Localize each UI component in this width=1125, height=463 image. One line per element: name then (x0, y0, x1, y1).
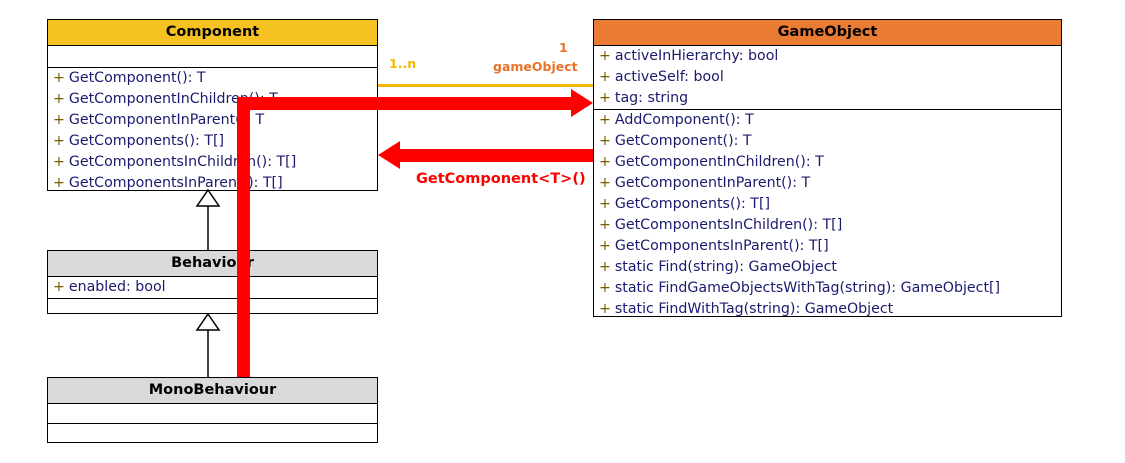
call-flow-arrowhead-left-icon (378, 141, 400, 169)
class-name-gameobject: GameObject (594, 20, 1061, 46)
attributes-compartment-monobehaviour (48, 404, 377, 424)
method-row: +GetComponentInParent(): T (599, 175, 811, 192)
empty-row (48, 424, 377, 443)
method-row: +static Find(string): GameObject (599, 259, 837, 276)
method-row: +static FindWithTag(string): GameObject (599, 301, 894, 318)
generalization-behaviour-to-component (195, 188, 221, 250)
class-box-behaviour[interactable]: Behaviour +enabled: bool (47, 250, 378, 314)
class-name-component: Component (48, 20, 377, 46)
attributes-compartment-behaviour: +enabled: bool (48, 277, 377, 299)
inheritance-triangle-icon (195, 188, 221, 207)
association-line-component-gameobject (378, 84, 593, 87)
generalization-monobehaviour-to-behaviour (195, 312, 221, 377)
class-name-monobehaviour: MonoBehaviour (48, 378, 377, 404)
method-row: +GetComponentsInParent(): T[] (53, 175, 283, 192)
method-row: +GetComponent(): T (53, 70, 206, 87)
attribute-row: +enabled: bool (53, 279, 166, 296)
class-box-monobehaviour[interactable]: MonoBehaviour (47, 377, 378, 443)
attributes-compartment-gameobject: +activeInHierarchy: bool +activeSelf: bo… (594, 46, 1061, 110)
attributes-compartment-component (48, 46, 377, 68)
call-flow-arrowhead-right-icon (571, 89, 593, 117)
attribute-row: +tag: string (599, 90, 689, 107)
call-flow-horizontal-segment-to-component (400, 149, 593, 162)
call-flow-horizontal-segment-to-gameobject (237, 97, 579, 110)
method-row: +GetComponents(): T[] (599, 196, 771, 213)
method-row: +static FindGameObjectsWithTag(string): … (599, 280, 1001, 297)
class-name-behaviour: Behaviour (48, 251, 377, 277)
method-row: +GetComponentsInChildren(): T[] (599, 217, 843, 234)
association-multiplicity-target: 1 (559, 40, 568, 55)
method-row: +GetComponentsInChildren(): T[] (53, 154, 297, 171)
methods-compartment-monobehaviour (48, 424, 377, 443)
method-row: +GetComponentInParent(): T (53, 112, 265, 129)
inheritance-triangle-icon (195, 312, 221, 331)
method-row: +GetComponent(): T (599, 133, 752, 150)
method-row: +GetComponentInChildren(): T (599, 154, 824, 171)
call-flow-vertical-segment (237, 97, 250, 377)
class-box-gameobject[interactable]: GameObject +activeInHierarchy: bool +act… (593, 19, 1062, 317)
methods-compartment-component: +GetComponent(): T +GetComponentInChildr… (48, 68, 377, 194)
attribute-row: +activeInHierarchy: bool (599, 48, 779, 65)
method-row: +AddComponent(): T (599, 112, 754, 129)
method-row: +GetComponents(): T[] (53, 133, 225, 150)
attribute-row: +activeSelf: bool (599, 69, 724, 86)
method-row: +GetComponentsInParent(): T[] (599, 238, 829, 255)
methods-compartment-gameobject: +AddComponent(): T +GetComponent(): T +G… (594, 110, 1061, 320)
association-role-target: gameObject (493, 59, 578, 74)
empty-row (48, 404, 377, 423)
call-flow-label: GetComponent<T>() (416, 171, 586, 187)
association-multiplicity-source: 1..n (389, 56, 417, 71)
